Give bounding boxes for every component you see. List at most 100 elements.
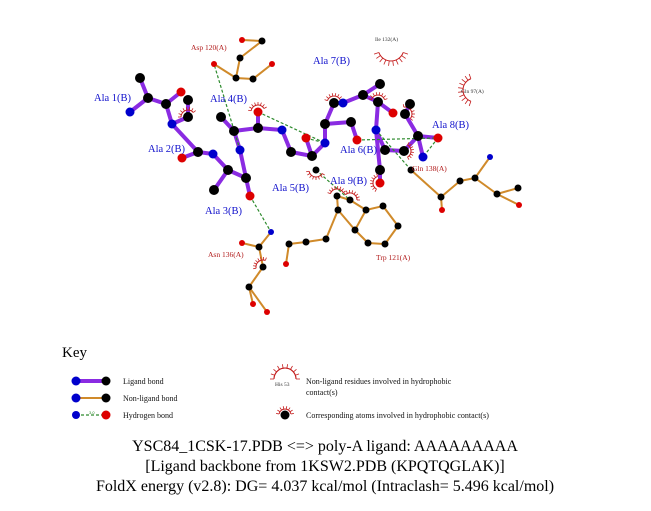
carbon-atom (399, 146, 409, 156)
hydrophobic-spoke (343, 192, 346, 195)
nitrogen-atom (371, 125, 381, 135)
non-ligand-bond (213, 63, 237, 79)
caption-line-3: FoldX energy (v2.8): DG= 4.037 kcal/mol … (96, 478, 554, 495)
hydrophobic-spoke (356, 196, 360, 199)
oxygen-atom (388, 108, 398, 118)
carbon-atom (346, 196, 354, 204)
carbon-atom (241, 173, 251, 183)
carbon-atom (258, 37, 266, 45)
key-hydrophobic-residue: His 53 Non-ligand residues involved in h… (270, 364, 452, 397)
hydrophobic-spoke (464, 75, 469, 81)
hydrophobic-spoke (411, 110, 415, 112)
hydrophobic-spoke (290, 365, 293, 370)
hydrophobic-spoke (381, 93, 384, 97)
carbon-atom (249, 75, 257, 83)
key-hydrogen-bond-atom-right (101, 410, 111, 420)
hydrophobic-spoke (324, 99, 328, 101)
carbon-atom (135, 73, 145, 83)
hydrophobic-spoke (368, 98, 372, 100)
hydrophobic-spoke (398, 57, 403, 63)
carbon-atom (229, 126, 239, 136)
carbon-atom (245, 283, 253, 291)
nitrogen-atom (235, 145, 245, 155)
carbon-atom (471, 174, 479, 182)
oxygen-atom (239, 240, 245, 246)
carbon-atom (358, 90, 368, 100)
label-ala-9: Ala 9(B) (330, 176, 368, 187)
carbon-atom (375, 79, 385, 89)
hydrophobic-spoke (327, 192, 331, 194)
hydrophobic-spoke (326, 96, 329, 99)
non-ligand-bond (474, 156, 491, 179)
carbon-atom (456, 177, 464, 185)
non-ligand-bond (252, 63, 273, 80)
hydrophobic-spoke (334, 186, 336, 190)
oxygen-atom (375, 178, 385, 188)
carbon-atom (379, 202, 387, 210)
nitrogen-atom (320, 138, 330, 148)
carbon-atom (253, 123, 263, 133)
hydrophobic-atom-contact (407, 142, 414, 160)
hydrophobic-spoke (345, 190, 348, 194)
hydrophobic-spoke (383, 95, 386, 98)
key-hydrophobic-atom-spokes (276, 406, 294, 415)
label-ile-132: Ile 132(A) (375, 36, 398, 43)
oxygen-atom (269, 61, 275, 67)
hydrophobic-residue-ile-132 (373, 52, 409, 66)
label-asn-136: Asn 136(A) (208, 250, 244, 259)
caption-line-2: [Ligand backbone from 1KSW2.PDB (KPQTQGL… (145, 458, 505, 475)
hydrophobic-spoke (331, 187, 334, 191)
hydrophobic-spoke (320, 175, 323, 178)
oxygen-atom (264, 309, 270, 315)
hydrophobic-spoke (370, 95, 373, 98)
hydrophobic-atom-contact (369, 173, 378, 192)
oxygen-atom (439, 207, 445, 213)
carbon-atom (364, 239, 372, 247)
hydrophobic-spoke (407, 156, 410, 160)
key-hydrophobic-residue-spokes (270, 364, 300, 380)
hydrophobic-spoke (253, 262, 257, 265)
key-hydrophobic-residue-label-line2: contact(s) (306, 388, 338, 397)
hydrophobic-spoke (254, 102, 256, 106)
hydrophobic-spoke (461, 79, 466, 83)
hydrophobic-spoke (342, 190, 346, 193)
hydrophobic-arc (250, 104, 265, 111)
label-asp-120: Asp 120(A) (191, 43, 227, 52)
hydrophobic-atom-contact (248, 102, 267, 112)
hydrophobic-spoke (277, 365, 280, 370)
oxygen-atom (245, 191, 255, 201)
oxygen-atom (433, 133, 443, 143)
hydrophobic-spoke (372, 187, 376, 190)
hydrophobic-spoke (411, 116, 415, 118)
hydrophobic-spoke (293, 369, 297, 373)
hydrophobic-spoke (379, 57, 384, 63)
hydrogen-bond (249, 195, 272, 233)
hydrophobic-spoke (285, 406, 288, 410)
hydrophobic-spoke (384, 98, 388, 100)
hydrophobic-atom-contact (253, 256, 267, 270)
key-hydrogen-bond-atom-left (72, 411, 80, 419)
hydrophobic-atom-contact (343, 189, 360, 201)
hydrophobic-spoke (321, 173, 325, 176)
oxygen-atom (250, 301, 256, 307)
hydrophobic-spoke (373, 174, 376, 178)
hydrophobic-spoke (273, 369, 277, 373)
hydrophobic-atom-contact (327, 185, 346, 194)
carbon-atom (373, 97, 383, 107)
hydrophobic-arc (403, 106, 413, 119)
hydrophobic-spoke (371, 177, 375, 180)
hydrophobic-spoke (372, 93, 375, 97)
label-gln-138: Gln 138(A) (412, 164, 447, 173)
nitrogen-atom (277, 125, 287, 135)
hydrophobic-spoke (253, 267, 257, 270)
key-title: Key (62, 345, 87, 361)
carbon-atom (209, 185, 219, 195)
key-hydrogen-bond-distance: 3.0 (89, 410, 95, 415)
non-ligand-bond (440, 180, 461, 198)
carbon-atom (407, 166, 415, 174)
hydrophobic-spoke (260, 102, 262, 106)
label-ala-8: Ala 8(B) (432, 120, 470, 131)
label-ala-6: Ala 6(B) (340, 145, 378, 156)
hydrophobic-spoke (408, 155, 412, 159)
hydrophobic-spoke (355, 193, 359, 197)
